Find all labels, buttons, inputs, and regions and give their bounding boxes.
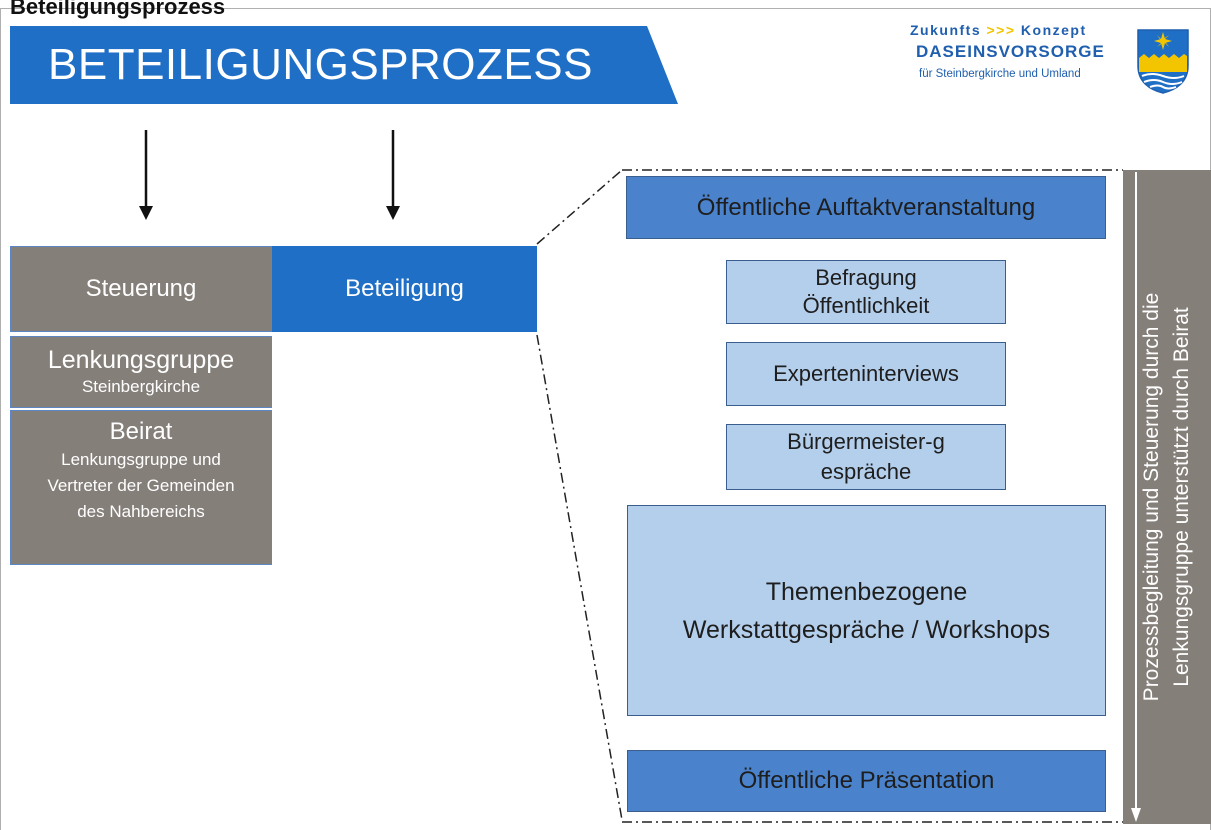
title-banner	[10, 26, 678, 104]
workshops-label-line1: Themenbezogene	[765, 577, 968, 606]
logo-arrows: >>>	[986, 22, 1016, 38]
buergermeister-label: Bürgermeister-gespräche	[787, 429, 945, 484]
logo-line1: Zukunfts >>> Konzept	[910, 22, 1087, 38]
auftakt-label: Öffentliche Auftaktveranstaltung	[696, 193, 1036, 221]
lenkungsgruppe-title: Lenkungsgruppe	[47, 346, 235, 374]
banner-title: BETEILIGUNGSPROZESS	[48, 40, 593, 89]
steuerung-label: Steuerung	[85, 275, 197, 302]
befragung-box: Befragung Öffentlichkeit	[726, 260, 1006, 324]
buergermeister-box: Bürgermeister-gespräche	[726, 424, 1006, 490]
auftakt-box: Öffentliche Auftaktveranstaltung	[626, 176, 1106, 239]
down-arrow-steuerung	[139, 130, 153, 220]
beteiligung-label: Beteiligung	[345, 275, 464, 302]
workshops-box: Themenbezogene Werkstattgespräche / Work…	[627, 505, 1106, 716]
praesentation-label: Öffentliche Präsentation	[738, 767, 995, 794]
beirat-subtitle: Lenkungsgruppe und Vertreter der Gemeind…	[47, 450, 235, 521]
logo-line1-suffix: Konzept	[1020, 22, 1087, 38]
side-label: Prozessbegleitung und Steuerung durch di…	[1137, 177, 1197, 817]
side-down-arrow	[1131, 172, 1141, 822]
lenkungsgruppe-subtitle: Steinbergkirche	[81, 377, 201, 396]
lenkungsgruppe-box: Lenkungsgruppe Steinbergkirche	[10, 336, 272, 408]
steuerung-box: Steuerung	[10, 246, 272, 332]
beirat-title: Beirat	[109, 418, 173, 445]
side-bar	[1123, 170, 1211, 824]
beteiligung-box: Beteiligung	[272, 246, 537, 332]
logo-line1-prefix: Zukunfts	[910, 22, 982, 38]
praesentation-box: Öffentliche Präsentation	[627, 750, 1106, 812]
befragung-label: Befragung Öffentlichkeit	[802, 265, 930, 318]
experten-label: Experteninterviews	[773, 361, 959, 386]
coat-of-arms-icon	[1137, 29, 1189, 94]
workshops-label-line2: Werkstattgespräche / Workshops	[682, 615, 1051, 644]
logo-line2: DASEINSVORSORGE	[916, 42, 1105, 61]
top-title: Beteiligungsprozess	[10, 0, 226, 19]
beirat-box: Beirat Lenkungsgruppe und Vertreter der …	[10, 410, 272, 565]
logo-line3: für Steinbergkirche und Umland	[919, 68, 1081, 80]
side-label-line2: Lenkungsgruppe unterstützt durch Beirat	[1170, 307, 1193, 687]
experten-box: Experteninterviews	[726, 342, 1006, 406]
side-label-line1: Prozessbegleitung und Steuerung durch di…	[1140, 292, 1163, 702]
down-arrow-beteiligung	[386, 130, 400, 220]
